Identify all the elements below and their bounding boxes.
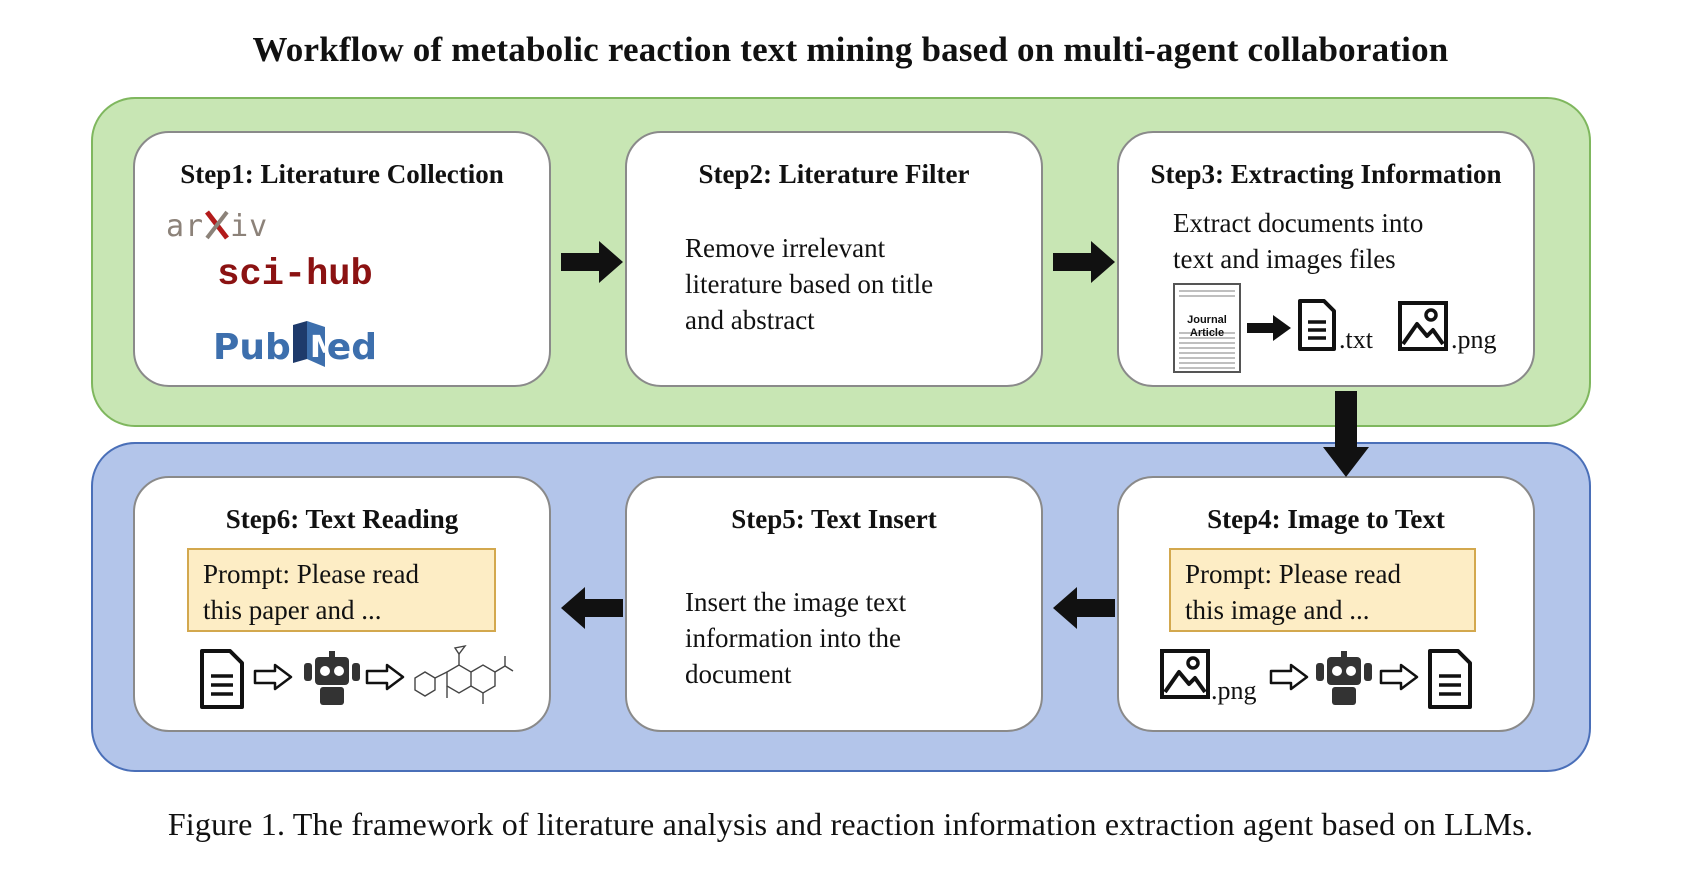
journal-article-label-line: Article — [1189, 327, 1225, 339]
arxiv-logo-left: ar — [166, 209, 205, 244]
pubmed-logo-med: ed — [326, 327, 377, 368]
step2-text-line: literature based on title — [685, 269, 934, 299]
step4-prompt-box: Prompt: Please read this image and ... — [1169, 548, 1476, 632]
journal-article-label-line: Journal — [1187, 314, 1227, 326]
outline-arrow-icon — [365, 663, 405, 696]
step6-prompt-box: Prompt: Please read this paper and ... — [187, 548, 496, 632]
scihub-logo: sci-hub — [217, 254, 373, 296]
step5-text-line: information into the — [685, 623, 901, 653]
step1-card: Step1: Literature Collection — [133, 131, 551, 387]
arxiv-x-icon — [204, 210, 230, 248]
step3-inner-arrow — [1247, 315, 1291, 346]
step1-title: Step1: Literature Collection — [180, 159, 504, 189]
step5-text: Insert the image text information into t… — [685, 584, 906, 692]
robot-icon — [1313, 649, 1375, 712]
step6-prompt-line: Prompt: Please read — [203, 559, 419, 589]
step5-text-line: Insert the image text — [685, 587, 907, 617]
molecule-icon — [407, 642, 515, 723]
png-label: .png — [1451, 325, 1497, 354]
txt-label: .txt — [1339, 325, 1373, 354]
step4-title: Step4: Image to Text — [1207, 504, 1445, 534]
step6-prompt-line: this paper and ... — [203, 595, 382, 625]
outline-arrow-icon — [1269, 663, 1309, 696]
journal-article-label: Journal Article — [1173, 314, 1241, 340]
block-arrow-icon — [1053, 587, 1115, 634]
png-label: .png — [1211, 676, 1257, 705]
document-icon — [1297, 298, 1337, 357]
step4-prompt-line: Prompt: Please read — [1185, 559, 1401, 589]
step5-card: Step5: Text Insert — [625, 476, 1043, 732]
image-icon — [1159, 648, 1211, 705]
step5-text-line: document — [685, 659, 792, 689]
step3-text: Extract documents into text and images f… — [1173, 205, 1423, 277]
pubmed-book-icon: M — [291, 321, 340, 367]
step2-text-line: and abstract — [685, 305, 815, 335]
svg-text:M: M — [310, 330, 327, 365]
step2-title: Step2: Literature Filter — [698, 159, 970, 189]
step2-text-line: Remove irrelevant — [685, 233, 886, 263]
step2-text: Remove irrelevant literature based on ti… — [685, 230, 933, 338]
pubmed-logo-pub: Pub — [213, 327, 291, 368]
outline-arrow-icon — [1379, 663, 1419, 696]
step3-text-line: text and images files — [1173, 244, 1396, 274]
step4-prompt-line: this image and ... — [1185, 595, 1370, 625]
block-arrow-icon — [1323, 391, 1369, 482]
step3-text-line: Extract documents into — [1173, 208, 1424, 238]
document-icon — [199, 648, 245, 715]
step3-title: Step3: Extracting Information — [1150, 159, 1502, 189]
block-arrow-icon — [1053, 241, 1115, 288]
figure-caption: Figure 1. The framework of literature an… — [167, 806, 1534, 842]
step2-card: Step2: Literature Filter — [625, 131, 1043, 387]
arxiv-logo-right: iv — [230, 209, 269, 244]
image-icon — [1397, 300, 1449, 357]
block-arrow-icon — [561, 241, 623, 288]
block-arrow-icon — [561, 587, 623, 634]
step5-title: Step5: Text Insert — [731, 504, 937, 534]
document-icon — [1427, 648, 1473, 715]
outline-arrow-icon — [253, 663, 293, 696]
step6-title: Step6: Text Reading — [225, 504, 459, 534]
robot-icon — [301, 649, 363, 712]
journal-article-icon — [1173, 283, 1241, 378]
diagram-title: Workflow of metabolic reaction text mini… — [252, 30, 1449, 69]
